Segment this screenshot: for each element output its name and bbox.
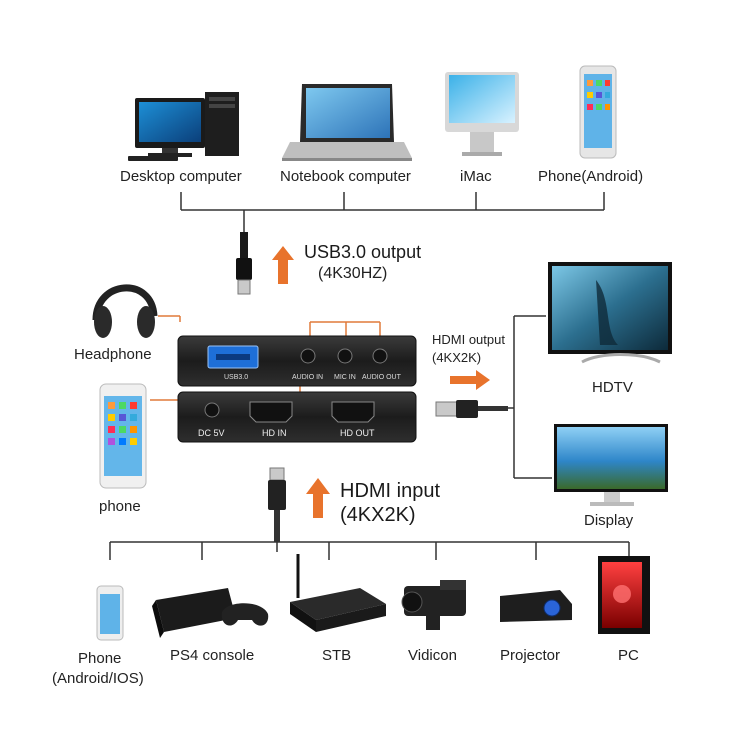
bottom-phone-icon [96,585,124,641]
usb-output-arrow [272,246,294,284]
usb-output-title: USB3.0 output [304,242,422,262]
projector-icon [500,590,572,622]
android-phone-label: Phone(Android) [538,168,644,185]
headphone-icon [92,284,158,338]
capture-box-bottom [177,391,417,443]
hdmi-input-title: HDMI input [340,480,441,502]
ps4-console-icon [152,588,269,638]
hdmi-in-cable-icon [268,467,286,542]
usb-port-label: USB3.0 [224,374,249,381]
set-top-box-icon [290,554,386,632]
hdtv-icon [548,262,672,364]
hd-out-port-label: HD OUT [340,428,375,438]
hdmi-output-title: HDMI output [432,332,505,347]
phone-label: phone [99,498,141,515]
imac-icon [445,72,519,156]
right-bus-lines [508,315,552,479]
android-phone-icon [579,65,617,159]
pc-label: PC [618,647,639,664]
bottom-phone-label-2: (Android/IOS) [52,670,144,687]
dc-port-label: DC 5V [198,428,225,438]
notebook-computer-label: Notebook computer [280,168,411,185]
hdmi-output-arrow [450,370,490,390]
hdtv-label: HDTV [592,379,633,396]
hdmi-input-arrow [306,478,330,518]
audio-in-port-label: AUDIO IN [292,374,324,381]
display-label: Display [584,512,634,529]
ps4-label: PS4 console [170,647,255,664]
hd-in-port-label: HD IN [262,428,287,438]
video-camera-icon [401,580,466,630]
bottom-bus-lines [109,541,630,560]
headphone-label: Headphone [74,346,152,363]
usb-output-subtitle: (4K30HZ) [318,265,388,282]
desktop-computer-icon [128,92,239,161]
gaming-pc-icon [598,556,650,634]
notebook-computer-icon [282,84,412,161]
vidicon-label: Vidicon [408,647,457,664]
capture-box-top [177,335,417,387]
projector-label: Projector [500,647,561,664]
mic-in-port-label: MIC IN [334,374,356,381]
bottom-phone-label: Phone [78,650,122,667]
stb-label: STB [322,647,352,664]
imac-label: iMac [460,168,492,185]
hdmi-output-subtitle: (4KX2K) [432,350,482,365]
hdmi-out-cable-icon [435,400,508,418]
audio-out-port-label: AUDIO OUT [362,374,401,381]
hdmi-input-subtitle: (4KX2K) [340,504,416,526]
display-monitor-icon [554,424,668,506]
usb-cable-icon [236,232,252,295]
desktop-computer-label: Desktop computer [120,168,242,185]
phone-icon [99,383,147,489]
top-bus-lines [180,192,605,232]
